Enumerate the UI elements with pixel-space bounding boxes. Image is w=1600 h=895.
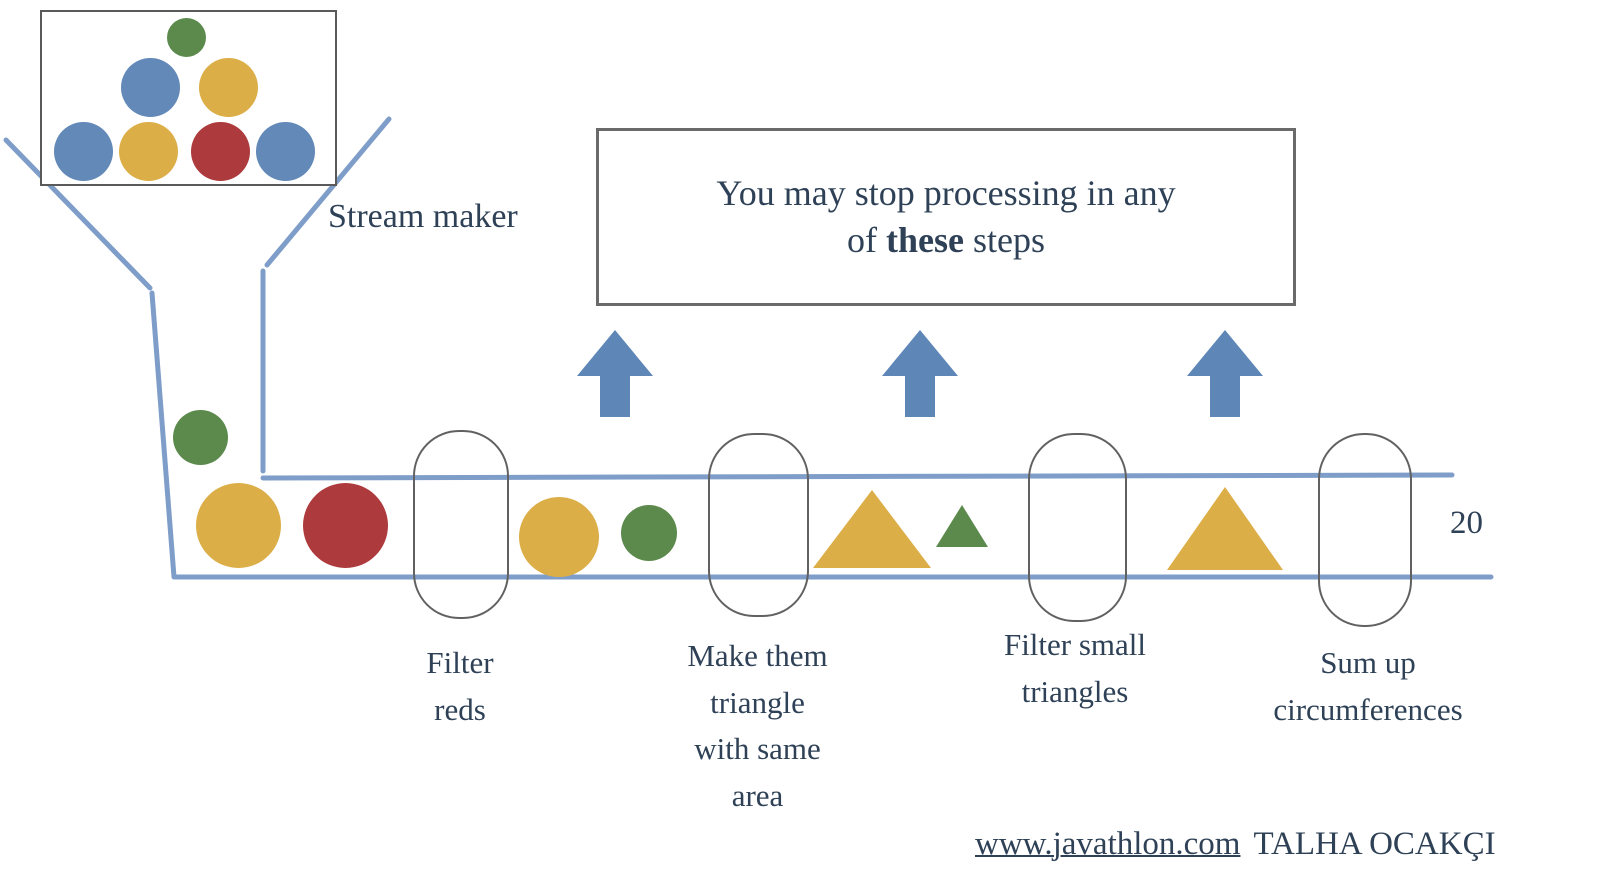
hopper-circle-blue-1 [121,58,180,117]
stop-note-box: You may stop processing in any of these … [596,128,1296,306]
footer-author: TALHA OCAKÇI [1253,826,1496,862]
hopper-circle-blue-3 [256,122,315,181]
hopper-circle-blue-2 [54,122,113,181]
station-filter-reds [413,430,509,619]
belt-triangle-yellow-2 [1167,487,1283,570]
hopper-circle-red [191,122,250,181]
hopper-circle-green-small [167,18,206,57]
result-value: 20 [1450,505,1483,541]
belt-circle-yellow-2 [519,497,599,577]
station-label-sum-circumferences: Sum up circumferences [1273,645,1463,727]
hopper-circle-yellow-1 [199,58,258,117]
station-label-map-to-triangle-same-area: Make them triangle with same area [687,638,828,813]
footer: www.javathlon.com TALHA OCAKÇI [975,826,1496,863]
belt-circle-red [303,483,388,568]
funnel-left-lower-line [149,290,177,580]
funnel-right-upper-line [264,116,392,268]
up-arrow-icon-3 [1187,330,1263,417]
station-label-filter-small-triangles: Filter small triangles [1003,627,1147,709]
stop-note-line2-pre: of [847,220,886,260]
stop-note-line2-bold: these [886,220,964,260]
up-arrow-icon-2 [882,330,958,417]
funnel-left-upper-line [3,137,153,291]
belt-triangle-green [936,505,988,547]
belt-top-line [260,472,1455,481]
belt-circle-green-2 [621,505,677,561]
stream-maker-label: Stream maker [328,198,518,235]
stop-note-line2-post: steps [963,220,1045,260]
stop-note-line1: You may stop processing in any [716,173,1176,214]
footer-link[interactable]: www.javathlon.com [975,826,1241,862]
hopper-circle-yellow-2 [119,122,178,181]
station-sum-circumferences [1318,433,1412,627]
station-map-to-triangle-same-area [708,433,809,617]
belt-circle-green-1 [173,410,228,465]
stop-note-line2: of these steps [847,217,1045,264]
station-filter-small-triangles [1028,433,1127,622]
up-arrow-icon-1 [577,330,653,417]
belt-circle-yellow-1 [196,483,281,568]
belt-triangle-yellow-1 [813,490,931,568]
station-label-filter-reds: Filter reds [426,645,494,727]
